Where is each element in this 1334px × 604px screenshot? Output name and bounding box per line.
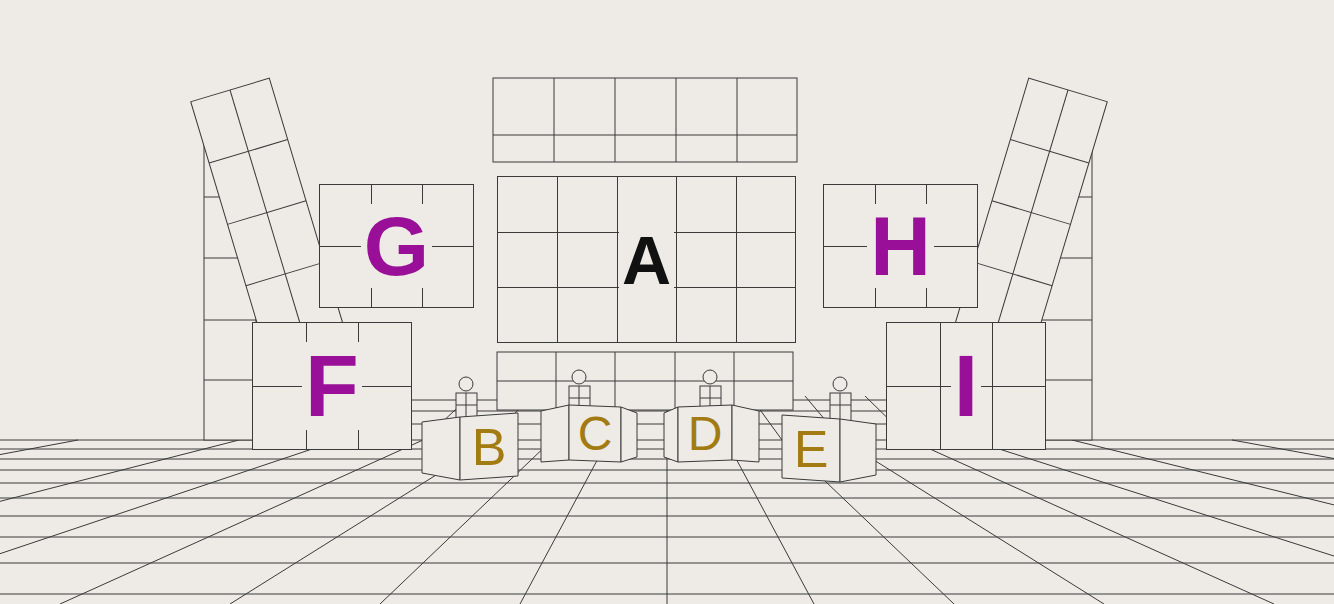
- zone-letter: A: [619, 226, 674, 294]
- zone-letter: H: [867, 204, 934, 288]
- zone-letter: B: [469, 421, 510, 473]
- lower-screen: I: [886, 322, 1046, 450]
- desk-face: E: [782, 415, 840, 483]
- side-screen: G: [319, 184, 474, 308]
- zone-letter: G: [361, 204, 432, 288]
- desk-face: C: [569, 405, 621, 463]
- main-screen: A: [497, 176, 796, 343]
- zone-letter: C: [575, 410, 616, 458]
- presenter-desk: B: [422, 413, 518, 480]
- zone-letter: F: [302, 342, 362, 430]
- side-screen: H: [823, 184, 978, 308]
- desk-face: B: [460, 413, 518, 480]
- zone-letter: D: [685, 410, 726, 458]
- presenter-desk: C: [541, 405, 637, 463]
- zone-letter: I: [951, 342, 981, 430]
- presenter-desk: E: [782, 415, 877, 483]
- zone-letter: E: [791, 423, 832, 475]
- desk-face: D: [678, 405, 732, 463]
- presenter-desk: D: [664, 405, 760, 463]
- lower-screen: F: [252, 322, 412, 450]
